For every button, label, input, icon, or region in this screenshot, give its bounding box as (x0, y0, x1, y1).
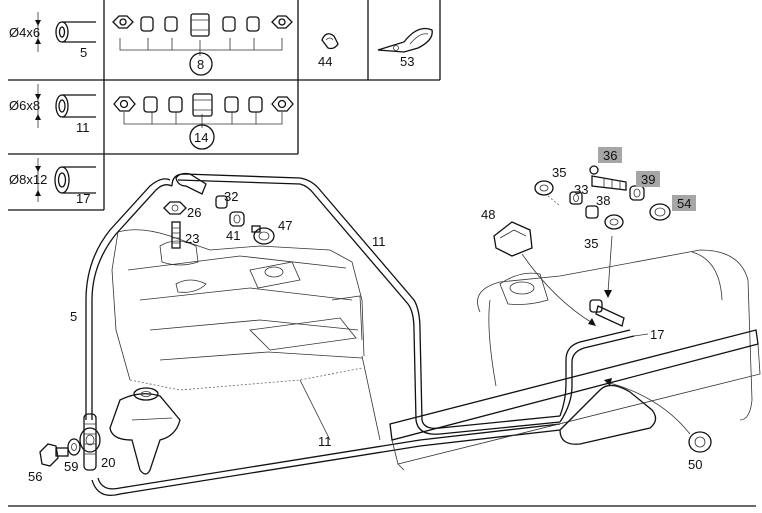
callout-41: 41 (226, 228, 240, 243)
callout-48: 48 (481, 207, 495, 222)
callout-11-upper: 11 (372, 234, 386, 249)
line-17-inner (559, 335, 635, 423)
size-label-8x12: Ø8x12 (9, 172, 47, 187)
tank-body (477, 249, 753, 421)
check-valve (109, 387, 181, 475)
callout-47: 47 (278, 218, 292, 233)
row-item-5: 5 (80, 45, 87, 60)
callout-50: 50 (688, 457, 702, 472)
legend-table (8, 0, 441, 211)
part-32-hose (175, 172, 207, 195)
clip-44-part (321, 33, 339, 50)
part-38-clamp (604, 214, 624, 230)
callout-56: 56 (28, 469, 42, 484)
vacuum-line-5 (85, 178, 171, 420)
callout-53: 53 (400, 54, 414, 69)
part-39-sleeve (629, 185, 645, 201)
part-26-nut (163, 201, 187, 215)
callout-38: 38 (596, 193, 610, 208)
part-35-clamp-upper (534, 180, 554, 196)
tank-connection-valve (589, 299, 625, 327)
vacuum-line-11-upper (171, 173, 561, 429)
part-33-sleeve (569, 191, 599, 219)
callout-39: 39 (641, 172, 655, 187)
part-41-sleeve (215, 195, 245, 227)
callout-17: 17 (650, 327, 664, 342)
callout-32: 32 (224, 189, 238, 204)
part-23-stud (171, 221, 181, 249)
kit-label-8: 8 (197, 57, 204, 72)
part-48-bracket (493, 221, 533, 257)
callout-44: 44 (318, 54, 332, 69)
tube-symbol-4x6 (35, 12, 96, 52)
engine-block (111, 229, 381, 441)
vacuum-line-5-inner (91, 184, 173, 420)
callout-5: 5 (70, 309, 77, 324)
callout-26: 26 (187, 205, 201, 220)
arrow-50 (605, 381, 691, 435)
highlight-54 (672, 195, 696, 211)
row-item-11: 11 (76, 120, 90, 135)
part-56-bolt (39, 443, 69, 467)
callout-59: 59 (64, 459, 78, 474)
fitting-kit-14 (113, 93, 294, 150)
row-item-17: 17 (76, 191, 90, 206)
highlight-39 (636, 171, 660, 187)
arrow-35 (607, 235, 613, 293)
part-47-clamp (251, 225, 275, 245)
fitting-kit-8 (112, 13, 293, 76)
part-54-clamp (649, 203, 671, 221)
callout-36: 36 (603, 148, 617, 163)
callout-33: 33 (574, 182, 588, 197)
line-17-leader (633, 333, 649, 337)
frame-rail (389, 329, 761, 471)
clip-53-part (377, 27, 433, 53)
highlight-36 (598, 147, 622, 163)
arrow-48 (521, 253, 595, 325)
callout-54: 54 (677, 196, 691, 211)
callout-20: 20 (101, 455, 115, 470)
part-50-grommet (688, 431, 712, 453)
tube-symbol-6x8 (35, 84, 96, 128)
size-label-4x6: Ø4x6 (9, 25, 40, 40)
kit-label-14: 14 (194, 130, 208, 145)
callout-23: 23 (185, 231, 199, 246)
line-loop (559, 384, 657, 445)
tube-symbol-8x12 (35, 158, 96, 202)
part-59-washer (67, 438, 81, 456)
vacuum-line-11-lower-inner (97, 423, 561, 490)
line-17 (559, 329, 631, 417)
vacuum-line-11-upper-inner (177, 179, 561, 435)
callout-35-upper: 35 (552, 165, 566, 180)
size-label-6x8: Ø6x8 (9, 98, 40, 113)
callout-11-lower: 11 (318, 434, 332, 449)
distributor-tee (79, 413, 101, 471)
callout-35-lower: 35 (584, 236, 598, 251)
vacuum-line-11-lower (91, 429, 561, 497)
assembly-leader-35 (547, 195, 561, 207)
part-36-valve (589, 165, 627, 191)
